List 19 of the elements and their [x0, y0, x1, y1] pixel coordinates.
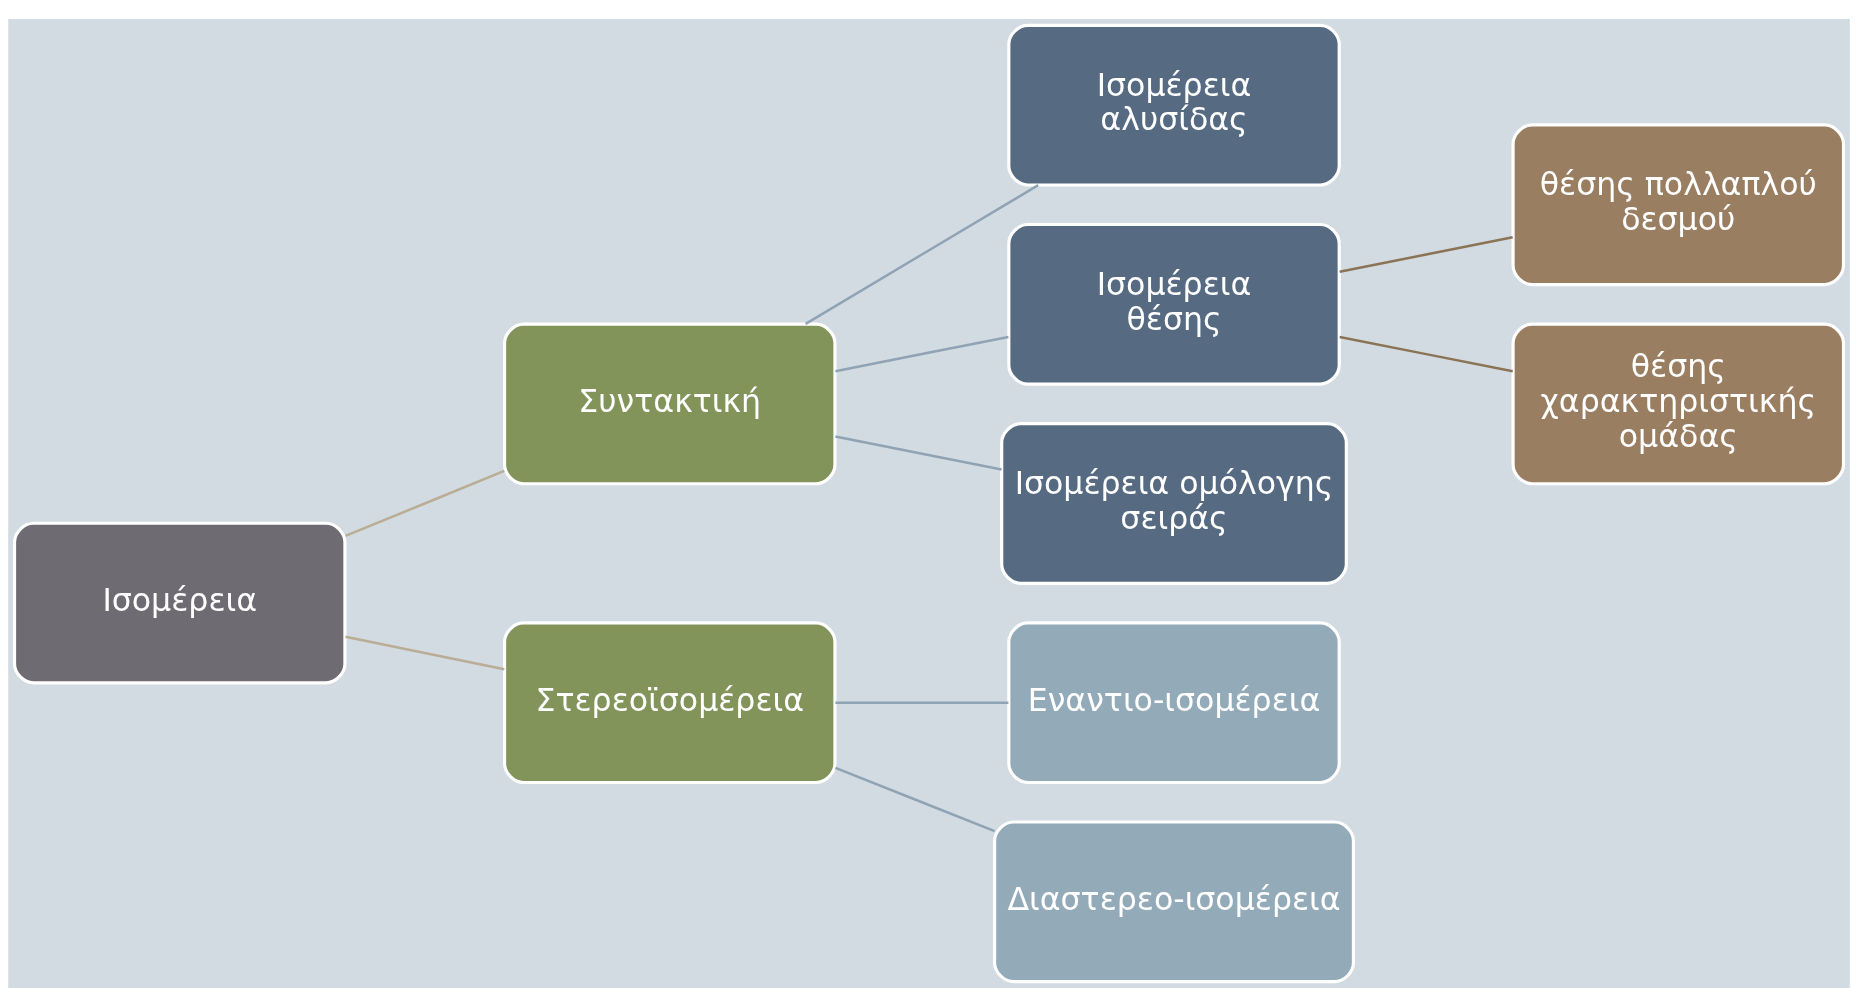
- node-box: Διαστερεο-ισομέρεια: [993, 820, 1355, 984]
- node-box: θέσης πολλαπλού δεσμού: [1511, 123, 1846, 287]
- connector: [804, 184, 1039, 325]
- node-box: Ισομέρεια ομόλογης σειράς: [1000, 422, 1348, 585]
- connector: [835, 335, 1009, 373]
- connector: [835, 701, 1009, 704]
- node-box: Ισομέρεια αλυσίδας: [1007, 23, 1341, 187]
- connector: [1339, 335, 1513, 373]
- node-box: Συντακτική: [503, 322, 837, 486]
- node-box: Ισομέρεια: [12, 521, 347, 685]
- connector: [345, 635, 505, 671]
- connector: [1339, 236, 1513, 273]
- node-box: θέσης χαρακτηριστικής ομάδας: [1511, 322, 1846, 486]
- node-box: Ισομέρεια θέσης: [1007, 222, 1341, 386]
- connector: [835, 435, 1002, 471]
- connector: [345, 469, 505, 538]
- node-box: Εναντιο-ισομέρεια: [1007, 621, 1341, 785]
- node-box: Στερεοϊσομέρεια: [503, 621, 837, 785]
- connector: [834, 766, 996, 833]
